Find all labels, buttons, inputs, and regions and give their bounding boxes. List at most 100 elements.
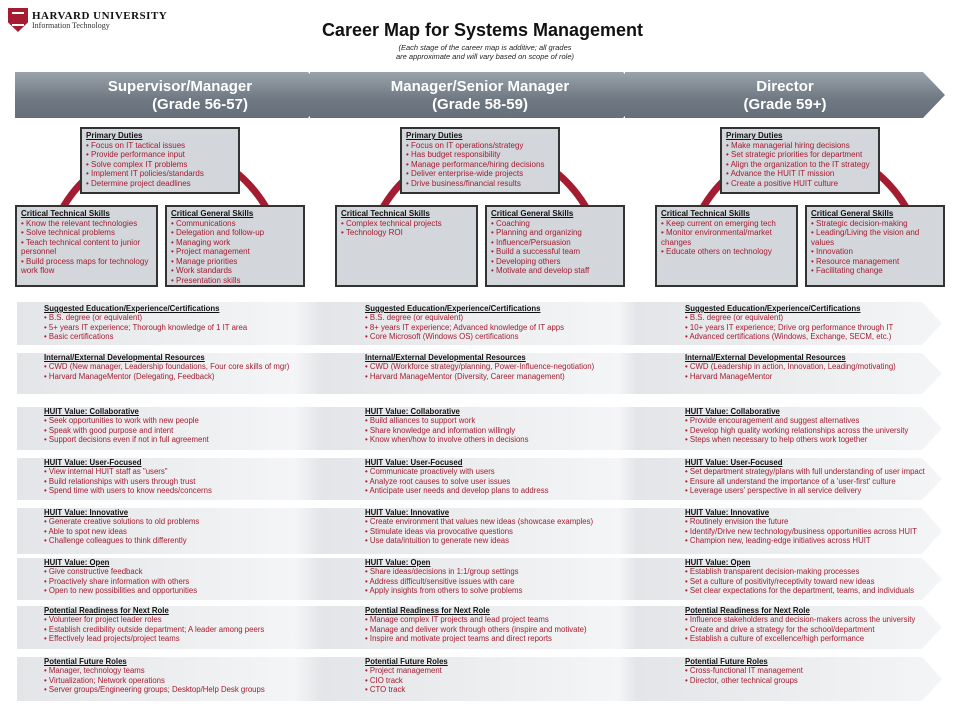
primary-duties-box: Primary DutiesFocus on IT operations/str… — [400, 127, 560, 194]
list-item: Proactively share information with other… — [44, 577, 334, 586]
box-title: Critical Technical Skills — [341, 209, 430, 218]
section-title: Suggested Education/Experience/Certifica… — [44, 304, 220, 313]
list-item: Facilitating change — [811, 266, 939, 276]
page-title: Career Map for Systems Management — [321, 20, 644, 40]
section-title: Potential Readiness for Next Role — [685, 606, 810, 615]
section-7: Potential Future RolesManager, technolog… — [44, 657, 334, 695]
list-item: Project management — [365, 666, 655, 675]
list-item: Establish transparent decision-making pr… — [685, 567, 940, 576]
section-7: Potential Future RolesCross-functional I… — [685, 657, 940, 685]
list-item: Keep current on emerging tech — [661, 219, 792, 229]
section-3: HUIT Value: User-FocusedSet department s… — [685, 458, 940, 496]
box-title: Critical Technical Skills — [661, 209, 750, 218]
general-skills-box: Critical General SkillsStrategic decisio… — [805, 205, 945, 287]
list-item: Effectively lead projects/project teams — [44, 634, 334, 643]
page-subtitle: (Each stage of the career map is additiv… — [395, 43, 574, 61]
logo-dept: Information Technology — [32, 20, 110, 30]
list-item: Challenge colleagues to think differentl… — [44, 536, 334, 545]
list-item: Create environment that values new ideas… — [365, 517, 655, 526]
stage-3-label: Director(Grade 59+) — [743, 78, 827, 113]
list-item: Drive business/financial results — [406, 179, 554, 189]
harvard-logo: HARVARD UNIVERSITY Information Technolog… — [8, 8, 167, 32]
section-title: HUIT Value: Open — [365, 558, 431, 567]
box-title: Critical Technical Skills — [21, 209, 110, 218]
list-item: Manage priorities — [171, 257, 299, 267]
section-title: HUIT Value: User-Focused — [365, 458, 463, 467]
technical-skills-box: Critical Technical SkillsKeep current on… — [655, 205, 798, 287]
list-item: Manage complex IT projects and lead proj… — [365, 615, 655, 624]
list-item: Virtualization; Network operations — [44, 676, 334, 685]
general-skills-box: Critical General SkillsCommunicationsDel… — [165, 205, 305, 287]
list-item: Develop high quality working relationshi… — [685, 426, 940, 435]
list-item: Manage and deliver work through others (… — [365, 625, 655, 634]
list-item: Routinely envision the future — [685, 517, 940, 526]
list-item: Harvard ManageMentor (Delegating, Feedba… — [44, 372, 334, 381]
section-title: Internal/External Developmental Resource… — [44, 353, 205, 362]
list-item: Implement IT policies/standards — [86, 169, 234, 179]
list-item: Build process maps for technology work f… — [21, 257, 152, 276]
list-item: Set clear expectations for the departmen… — [685, 586, 940, 595]
list-item: Generate creative solutions to old probl… — [44, 517, 334, 526]
list-item: Create a positive HUIT culture — [726, 179, 874, 189]
section-title: HUIT Value: Collaborative — [365, 407, 460, 416]
section-title: HUIT Value: Collaborative — [685, 407, 780, 416]
section-title: HUIT Value: Innovative — [44, 508, 129, 517]
section-title: HUIT Value: Collaborative — [44, 407, 139, 416]
list-item: Volunteer for project leader roles — [44, 615, 334, 624]
section-title: Potential Readiness for Next Role — [44, 606, 169, 615]
section-6: Potential Readiness for Next RoleManage … — [365, 606, 655, 644]
list-item: Planning and organizing — [491, 228, 619, 238]
list-item: Stimulate ideas via provocative question… — [365, 527, 655, 536]
list-item: CIO track — [365, 676, 655, 685]
list-item: Align the organization to the IT strateg… — [726, 160, 874, 170]
list-item: Strategic decision-making — [811, 219, 939, 229]
list-item: B.S. degree (or equivalent) — [685, 313, 940, 322]
section-0: Suggested Education/Experience/Certifica… — [44, 304, 334, 342]
list-item: Build a successful team — [491, 247, 619, 257]
list-item: Server groups/Engineering groups; Deskto… — [44, 685, 334, 694]
box-title: Primary Duties — [406, 131, 463, 140]
list-item: Delegation and follow-up — [171, 228, 299, 238]
list-item: Director, other technical groups — [685, 676, 940, 685]
section-title: Potential Future Roles — [365, 657, 448, 666]
list-item: Ensure all understand the importance of … — [685, 477, 940, 486]
section-title: HUIT Value: User-Focused — [44, 458, 142, 467]
list-item: Able to spot new ideas — [44, 527, 334, 536]
list-item: Advanced certifications (Windows, Exchan… — [685, 332, 940, 341]
list-item: Solve complex IT problems — [86, 160, 234, 170]
list-item: Influence stakeholders and decision-make… — [685, 615, 940, 624]
list-item: Build alliances to support work — [365, 416, 655, 425]
list-item: Know the relevant technologies — [21, 219, 152, 229]
section-title: Potential Future Roles — [685, 657, 768, 666]
list-item: Give constructive feedback — [44, 567, 334, 576]
list-item: Complex technical projects — [341, 219, 472, 229]
list-item: Champion new, leading-edge initiatives a… — [685, 536, 940, 545]
section-title: Potential Future Roles — [44, 657, 127, 666]
list-item: Communicate proactively with users — [365, 467, 655, 476]
list-item: CWD (Workforce strategy/planning, Power-… — [365, 362, 655, 371]
section-5: HUIT Value: OpenEstablish transparent de… — [685, 558, 940, 596]
list-item: Resource management — [811, 257, 939, 267]
list-item: Create and drive a strategy for the scho… — [685, 625, 940, 634]
list-item: Anticipate user needs and develop plans … — [365, 486, 655, 495]
list-item: Focus on IT operations/strategy — [406, 141, 554, 151]
list-item: Establish credibility outside department… — [44, 625, 334, 634]
general-skills-box: Critical General SkillsCoachingPlanning … — [485, 205, 625, 287]
list-item: Leverage users' perspective in all servi… — [685, 486, 940, 495]
list-item: Leading/Living the vision and values — [811, 228, 939, 247]
box-title: Primary Duties — [726, 131, 783, 140]
list-item: Core Microsoft (Windows OS) certificatio… — [365, 332, 655, 341]
list-item: Innovation — [811, 247, 939, 257]
list-item: Build relationships with users through t… — [44, 477, 334, 486]
list-item: Educate others on technology — [661, 247, 792, 257]
list-item: CWD (New manager, Leadership foundations… — [44, 362, 334, 371]
list-item: Set a culture of positivity/receptivity … — [685, 577, 940, 586]
list-item: Motivate and develop staff — [491, 266, 619, 276]
list-item: Managing work — [171, 238, 299, 248]
list-item: Communications — [171, 219, 299, 229]
list-item: Speak with good purpose and intent — [44, 426, 334, 435]
list-item: Deliver enterprise-wide projects — [406, 169, 554, 179]
section-title: Suggested Education/Experience/Certifica… — [685, 304, 861, 313]
list-item: Harvard ManageMentor — [685, 372, 940, 381]
list-item: CWD (Leadership in action, Innovation, L… — [685, 362, 940, 371]
